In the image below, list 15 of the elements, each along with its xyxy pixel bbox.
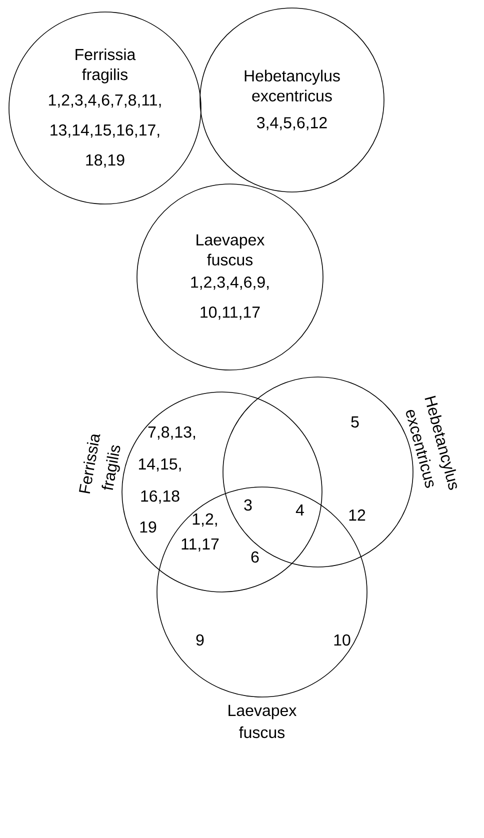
region-number: 11,17 bbox=[182, 538, 219, 552]
region-number: 19 bbox=[140, 521, 156, 533]
region-number: 7,8,13, bbox=[148, 426, 196, 440]
region-number: 6 bbox=[251, 551, 259, 563]
region-number: 12 bbox=[349, 509, 366, 521]
region-number: 4 bbox=[296, 504, 304, 516]
region-number: 5 bbox=[351, 416, 359, 428]
region-number: 10 bbox=[334, 634, 350, 646]
region-number: 14,15, bbox=[138, 458, 181, 472]
node-label: Laevapex fuscus bbox=[228, 704, 296, 738]
region-number: 9 bbox=[196, 634, 204, 646]
region-number: 1,2, bbox=[192, 513, 217, 527]
region-number: 3 bbox=[244, 499, 252, 511]
node-label: Ferrissia fragilis bbox=[78, 434, 120, 494]
region-number: 16,18 bbox=[141, 490, 180, 504]
